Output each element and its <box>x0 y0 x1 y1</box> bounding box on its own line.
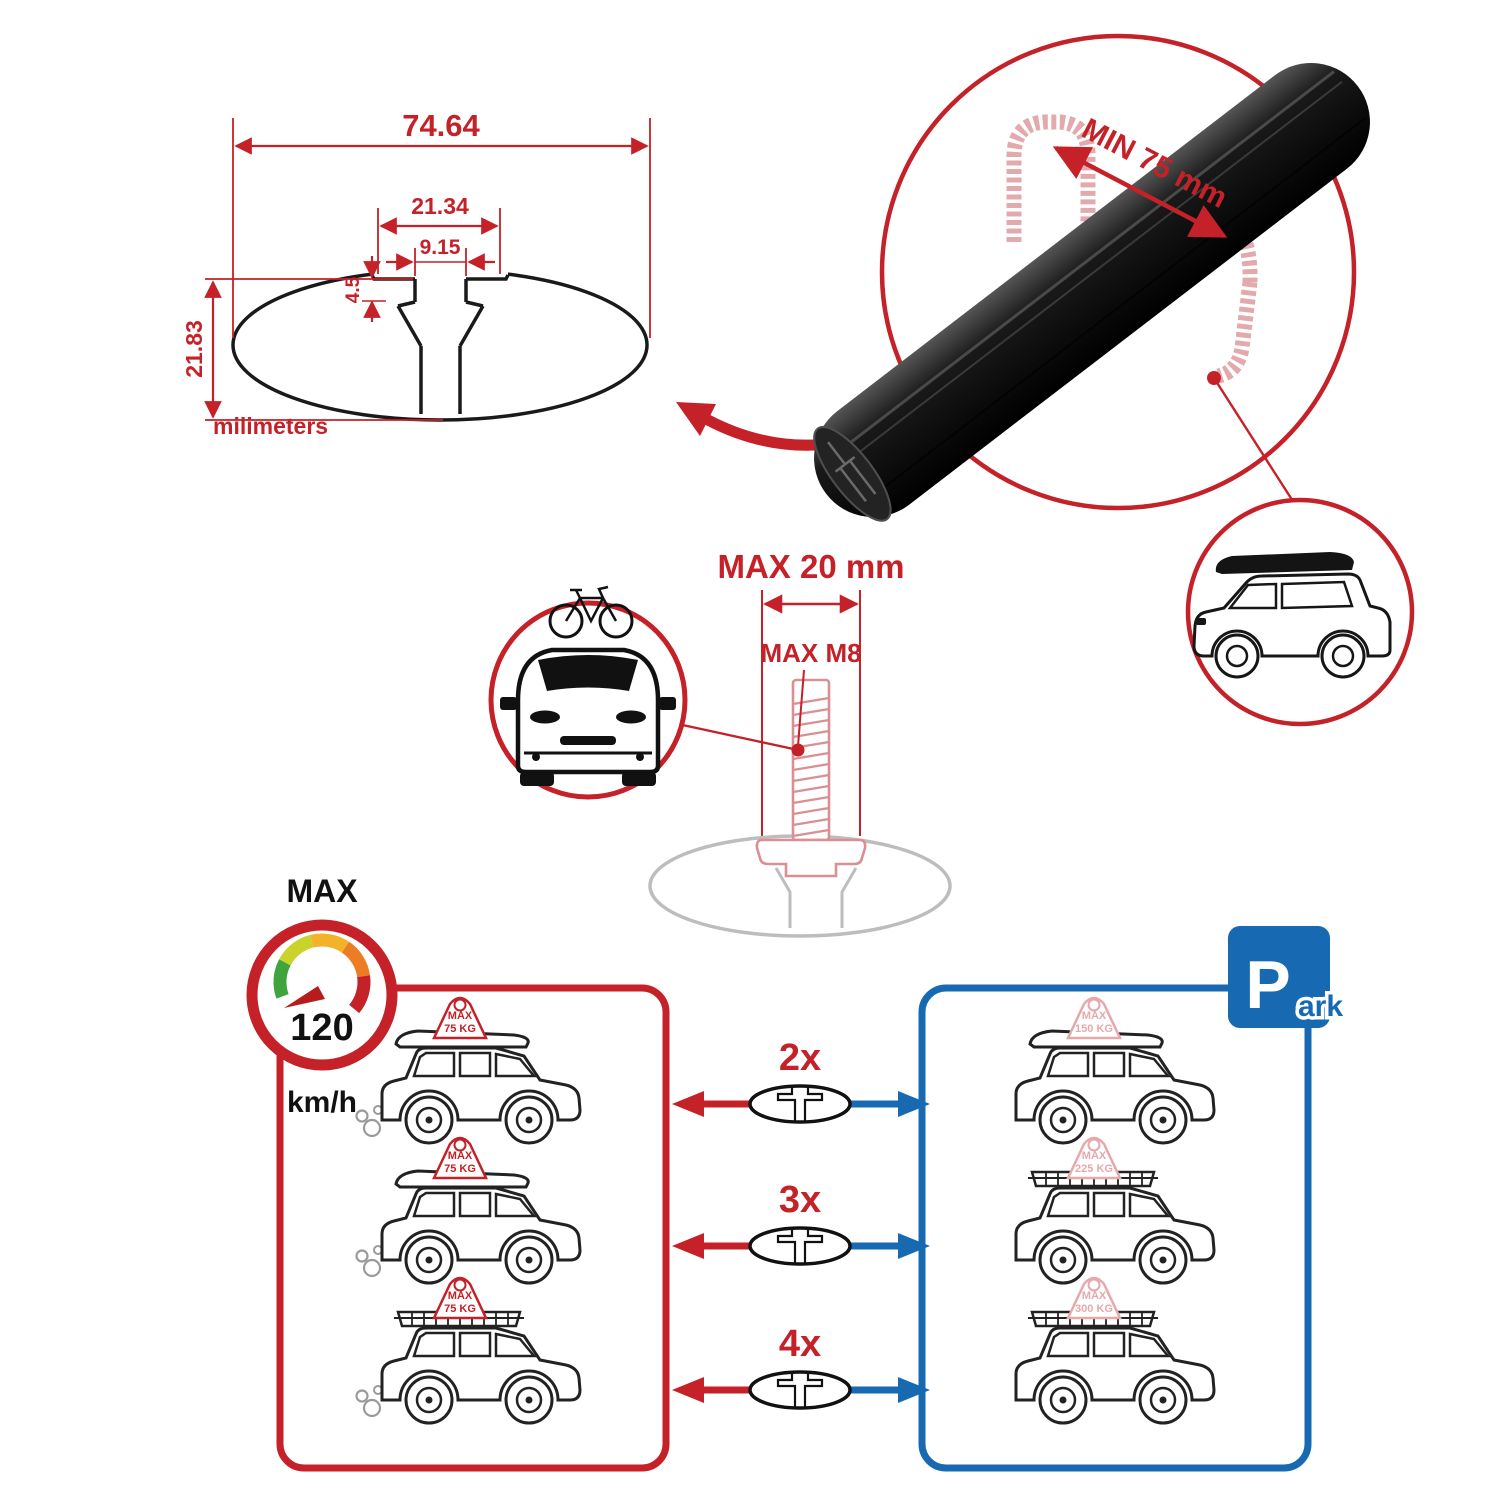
left-arrowhead <box>672 1091 704 1117</box>
load-tag-value: 225 KG <box>1075 1163 1113 1175</box>
load-tag-title: MAX <box>1082 1150 1107 1162</box>
load-tag-value: 300 KG <box>1075 1303 1113 1315</box>
park-sign-square <box>1228 926 1330 1028</box>
max-length-label: MAX 20 mm <box>717 548 904 585</box>
dim-height-label: 21.83 <box>181 320 207 378</box>
load-tag-title: MAX <box>1082 1290 1107 1302</box>
gauge-arc <box>273 933 371 1014</box>
suv-roofbox-circle <box>1185 497 1415 727</box>
speed-max-label: MAX <box>286 873 358 909</box>
load-tag-value: 75 KG <box>444 1163 476 1175</box>
dim-lip-depth-label: 4.5 <box>343 276 364 303</box>
bolt-extension-lines <box>761 590 861 836</box>
multiplier-label: 4x <box>779 1323 821 1365</box>
leader-line <box>797 669 805 747</box>
right-arrowhead <box>898 1233 930 1259</box>
park-letter: P <box>1245 947 1290 1023</box>
dim-channel-width-label: 21.34 <box>411 193 469 219</box>
load-tag-icon: MAX 75 KG <box>432 996 488 1040</box>
u-bolt-icon <box>1006 114 1096 242</box>
park-sign: P ark <box>1228 926 1347 1028</box>
multiplier-label: 3x <box>779 1179 821 1221</box>
load-tag-title: MAX <box>448 1150 473 1162</box>
units-label: milimeters <box>213 413 328 439</box>
load-tag-value: 75 KG <box>444 1303 476 1315</box>
crossbar-detail-circle: MIN 75 mm <box>813 33 1370 522</box>
crossbar-section-icon <box>748 1370 852 1410</box>
left-arrowhead <box>672 1377 704 1403</box>
load-tag-title: MAX <box>448 1010 473 1022</box>
multiplier-label: 2x <box>779 1037 821 1079</box>
load-tag-value: 75 KG <box>444 1023 476 1035</box>
min-span-arrow-icon <box>1052 146 1228 238</box>
load-tag-value: 150 KG <box>1075 1023 1113 1035</box>
load-tag-icon: MAX 300 KG <box>1066 1276 1122 1320</box>
crossbar-section-icon <box>748 1084 852 1124</box>
load-tag-title: MAX <box>1082 1010 1107 1022</box>
left-panel-cars: MAX 75 KG MAX 75 KG MAX 75 KG <box>355 996 582 1425</box>
callout-dot <box>791 743 805 757</box>
connector-line <box>677 722 799 752</box>
extension-lines-total <box>232 118 651 338</box>
gauge-needle <box>284 986 325 1008</box>
dim-slot-width-label: 9.15 <box>420 236 461 259</box>
park-suffix: ark <box>1298 990 1343 1023</box>
crossbar-section-icon <box>748 1226 852 1266</box>
multiplier-column: 2x 3x 4x <box>672 1037 930 1410</box>
right-arrowhead <box>898 1091 930 1117</box>
dim-total-width-label: 74.64 <box>402 108 480 143</box>
crossbar-3d <box>813 62 1370 522</box>
bolt-icon <box>755 678 867 878</box>
speed-value-label: 120 <box>290 1007 353 1049</box>
load-tag-icon: MAX 225 KG <box>1066 1136 1122 1180</box>
reference-lines <box>205 278 443 421</box>
speed-units-label: km/h <box>287 1086 357 1119</box>
profile-channel <box>370 274 510 414</box>
right-panel-cars: MAX 150 KG MAX 225 KG MAX 300 KG <box>1014 996 1216 1425</box>
max-thread-label: MAX M8 <box>760 638 861 668</box>
connector-line <box>1212 377 1298 507</box>
crossbar-profile-drawing: 74.64 21.34 9.15 4.5 21.83 milimeters <box>181 108 651 439</box>
load-tag-title: MAX <box>448 1290 473 1302</box>
right-arrowhead <box>898 1377 930 1403</box>
car-front-circle <box>488 585 688 800</box>
load-tag-icon: MAX 150 KG <box>1066 996 1122 1040</box>
bolt-diagram: MAX 20 mm MAX M8 <box>648 548 952 938</box>
car-front-icon <box>500 647 676 786</box>
suv-roofbox-icon <box>1192 552 1392 679</box>
speed-limit-gauge: MAX 120 km/h <box>246 873 398 1119</box>
bike-icon <box>548 585 634 639</box>
left-arrowhead <box>672 1233 704 1259</box>
load-tag-icon: MAX 75 KG <box>432 1136 488 1180</box>
load-tag-icon: MAX 75 KG <box>432 1276 488 1320</box>
